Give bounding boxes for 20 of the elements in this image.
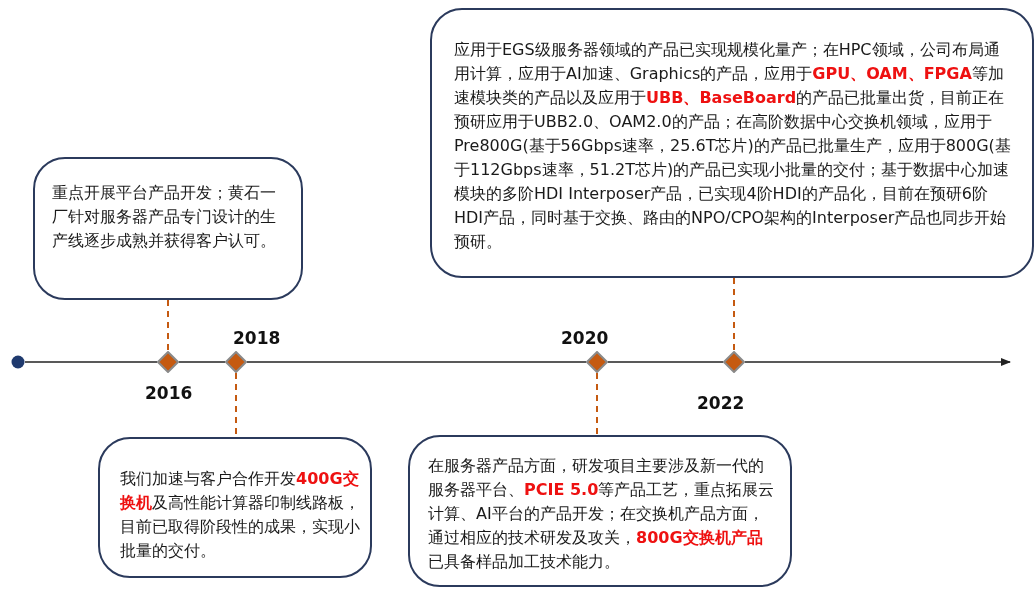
- text-card: [430, 8, 1034, 278]
- leader-line: [596, 372, 598, 436]
- year-label: 2016: [145, 383, 193, 403]
- year-label: 2018: [233, 328, 281, 348]
- year-label: 2020: [561, 328, 609, 348]
- timeline-line: [178, 361, 226, 363]
- text-card: [33, 157, 303, 300]
- timeline-line: [246, 361, 587, 363]
- description-text: 重点开展平台产品开发；黄石一厂针对服务器产品专门设计的生产线逐步成熟并获得客户认可。: [52, 182, 277, 252]
- description-text: 我们加速与客户合作开发400G交换机及高性能计算器印制线路板，目前已取得阶段性的成果，实现小批量的交付。: [120, 468, 360, 562]
- text-card: [98, 437, 372, 578]
- text-card: [408, 435, 792, 587]
- timeline-arrow: [744, 358, 1011, 366]
- timeline-line: [24, 361, 158, 363]
- leader-line: [733, 277, 735, 352]
- description-text: 应用于EGS级服务器领域的产品已实现规模化量产；在HPC领域，公司布局通用计算，应用于AI加速、Graphics的产品，应用于GPU、OAM、FPGA等加速模块类的产品以及应用于UBB、BaseBoard的产品已批量出货，目前正在预研应用于UBB2.0、OAM2.0的产品；在高阶数据中心交换机领域，应用于Pre800G(基于56Gbps速率，25.6T芯片)的产品已批量生产，应用于800G(基于112Gbps速率，51.2T芯片)的产品已实现小批量的交付；基于数据中心加速模块的多阶HDI Interposer产品，已实现4阶HDI的产品化，目前在预研6阶HDI产品，同时基于交换、路由的NPO/CPO架构的Interposer产品也同步开始预研。: [454, 39, 1012, 253]
- timeline-line: [607, 361, 724, 363]
- leader-line: [167, 299, 169, 352]
- year-label: 2022: [697, 393, 745, 413]
- description-text: 在服务器产品方面，研发项目主要涉及新一代的服务器平台、PCIE 5.0等产品工艺，重点拓展云计算、AI平台的产品开发；在交换机产品方面，通过相应的技术研发及攻关，800G交换机产品已具备样品加工技术能力。: [428, 455, 776, 573]
